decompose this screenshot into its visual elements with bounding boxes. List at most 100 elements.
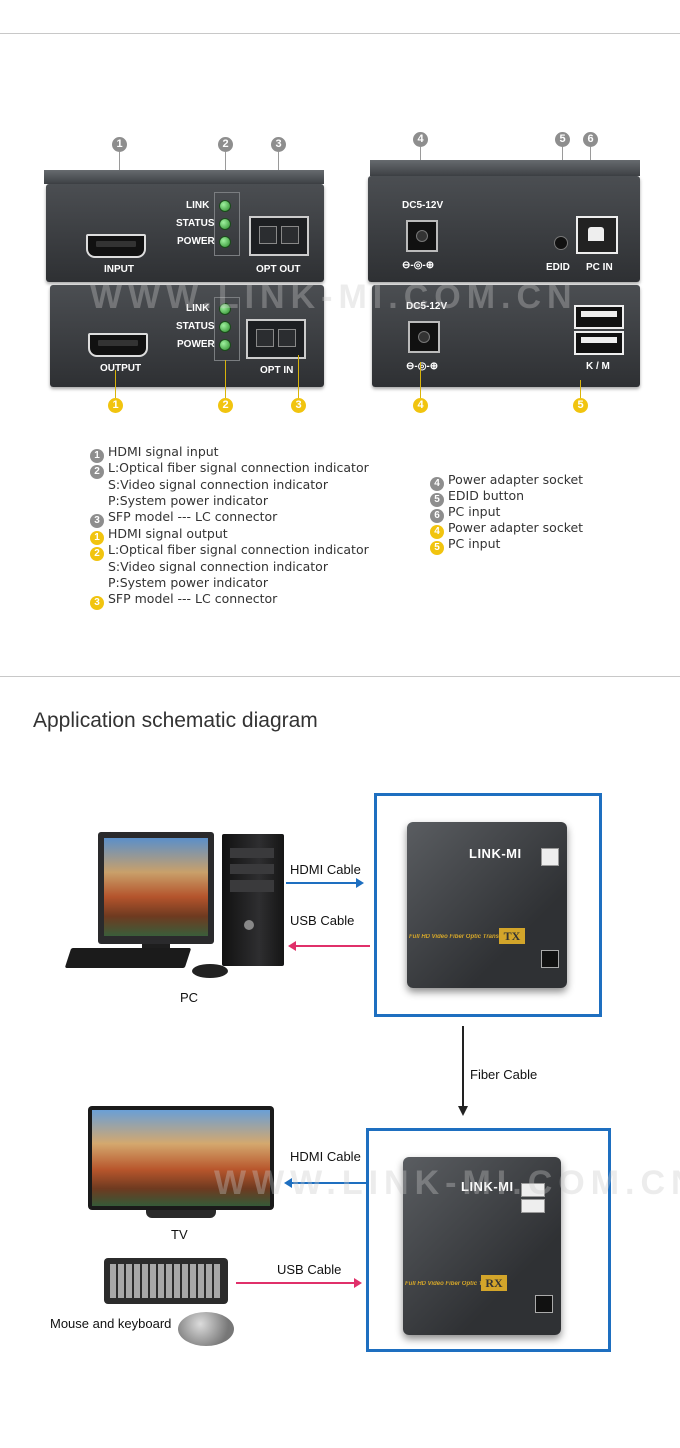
rx-usb-port-1	[521, 1183, 545, 1197]
pc-tower-bay	[230, 864, 274, 874]
legend-text: HDMI signal output	[108, 526, 228, 541]
legend-item: S:Video signal connection indicator	[108, 477, 328, 492]
usb-cable-label-top: USB Cable	[290, 913, 355, 928]
marker-6: 6	[583, 132, 598, 147]
rx-led-link	[219, 303, 231, 315]
legend-text: PC input	[448, 504, 501, 519]
sfp-out-port	[249, 216, 309, 256]
legend-text: P:System power indicator	[108, 493, 268, 508]
rx-led-status	[219, 321, 231, 333]
legend-num: 2	[90, 547, 104, 561]
km-usb-port-2	[574, 331, 624, 355]
fiber-arrow	[458, 1026, 468, 1116]
rx-back-panel: DC5-12V ⊖-◎-⊕ K / M	[372, 285, 640, 387]
marker-y1: 1	[108, 398, 123, 413]
legend-num: 1	[90, 449, 104, 463]
marker-y5: 5	[573, 398, 588, 413]
led-power-label: POWER	[177, 236, 215, 247]
marker-4: 4	[413, 132, 428, 147]
tx-polarity: ⊖-◎-⊕	[402, 260, 435, 271]
legend-num: 3	[90, 596, 104, 610]
legend-item: S:Video signal connection indicator	[108, 559, 328, 574]
legend-text: P:System power indicator	[108, 575, 268, 590]
pc-monitor-screen	[104, 838, 208, 936]
legend-item: 1 HDMI signal input	[90, 444, 219, 463]
legend-text: PC input	[448, 536, 501, 551]
tx-front-top	[44, 170, 324, 184]
usb-arrow-top	[288, 941, 370, 951]
rx-dc-label: DC5-12V	[406, 301, 448, 312]
rx-led-box	[214, 297, 240, 361]
tx-power-socket	[406, 220, 438, 252]
led-status-label: STATUS	[176, 218, 215, 229]
legend-num: 6	[430, 509, 444, 523]
pc-caption: PC	[180, 990, 199, 1005]
tx-dc-port	[541, 950, 559, 968]
rx-brand: LINK-MI	[461, 1179, 514, 1194]
rx-led-power	[219, 339, 231, 351]
legend-text: S:Video signal connection indicator	[108, 559, 328, 574]
tx-brand: LINK-MI	[469, 846, 522, 861]
led-link-label: LINK	[186, 200, 210, 211]
marker-5: 5	[555, 132, 570, 147]
keyboard	[104, 1258, 228, 1304]
tx-device: LINK-MI Full HD Video Fiber Optic Transc…	[407, 822, 567, 988]
tx-side-text: Full HD Video Fiber Optic Transceiver	[409, 934, 509, 940]
rx-device-box: LINK-MI Full HD Video Fiber Optic Transc…	[366, 1128, 611, 1352]
pc-illustration	[62, 826, 292, 986]
legend-item: P:System power indicator	[108, 575, 268, 590]
legend-num: 4	[430, 477, 444, 491]
edid-button	[554, 236, 568, 250]
tx-device-box: LINK-MI Full HD Video Fiber Optic Transc…	[374, 793, 602, 1017]
legend-num: 4	[430, 525, 444, 539]
legend-item: 2 L:Optical fiber signal connection indic…	[90, 542, 369, 561]
legend-text: HDMI signal input	[108, 444, 219, 459]
hdmi-cable-label-top: HDMI Cable	[290, 862, 361, 877]
rx-power-socket	[408, 321, 440, 353]
marker-2: 2	[218, 137, 233, 152]
legend-item: 6 PC input	[430, 504, 500, 523]
hdmi-arrow-top	[286, 878, 364, 888]
leader-y1	[115, 370, 116, 398]
tv-frame	[88, 1106, 274, 1210]
tx-badge: TX	[499, 928, 525, 944]
legend-num: 1	[90, 531, 104, 545]
tv-stand	[146, 1210, 216, 1218]
hdmi-cable-label-bottom: HDMI Cable	[290, 1149, 361, 1164]
pc-tower-bay	[230, 848, 274, 858]
legend-text: L:Optical fiber signal connection indica…	[108, 460, 369, 475]
legend-text: L:Optical fiber signal connection indica…	[108, 542, 369, 557]
led-status	[219, 218, 231, 230]
km-usb-port-1	[574, 305, 624, 329]
mouse	[178, 1312, 234, 1346]
led-power	[219, 236, 231, 248]
opt-in-label: OPT IN	[260, 365, 294, 376]
rx-front-panel: OUTPUT LINK STATUS POWER OPT IN	[50, 285, 324, 387]
usb-cable-label-bottom: USB Cable	[277, 1262, 342, 1277]
km-label: K / M	[586, 361, 610, 372]
tx-back-panel: DC5-12V ⊖-◎-⊕ EDID PC IN	[368, 176, 640, 282]
legend-item: 1 HDMI signal output	[90, 526, 228, 545]
peripheral-illustration	[100, 1256, 240, 1350]
pc-in-label: PC IN	[586, 262, 613, 273]
legend-text: SFP model --- LC connector	[108, 591, 278, 606]
tx-dc-label: DC5-12V	[402, 200, 444, 211]
marker-y2: 2	[218, 398, 233, 413]
top-divider	[0, 33, 680, 34]
rx-polarity: ⊖-◎-⊕	[406, 361, 439, 372]
pc-mouse	[192, 964, 228, 978]
pc-in-port	[576, 216, 618, 254]
legend-text: SFP model --- LC connector	[108, 509, 278, 524]
leader-y5	[580, 380, 581, 398]
pc-tower-bay	[230, 880, 274, 892]
leader-y4	[420, 362, 421, 398]
peripheral-caption: Mouse and keyboard	[50, 1316, 172, 1331]
marker-y4: 4	[413, 398, 428, 413]
tx-led-box	[214, 192, 240, 256]
